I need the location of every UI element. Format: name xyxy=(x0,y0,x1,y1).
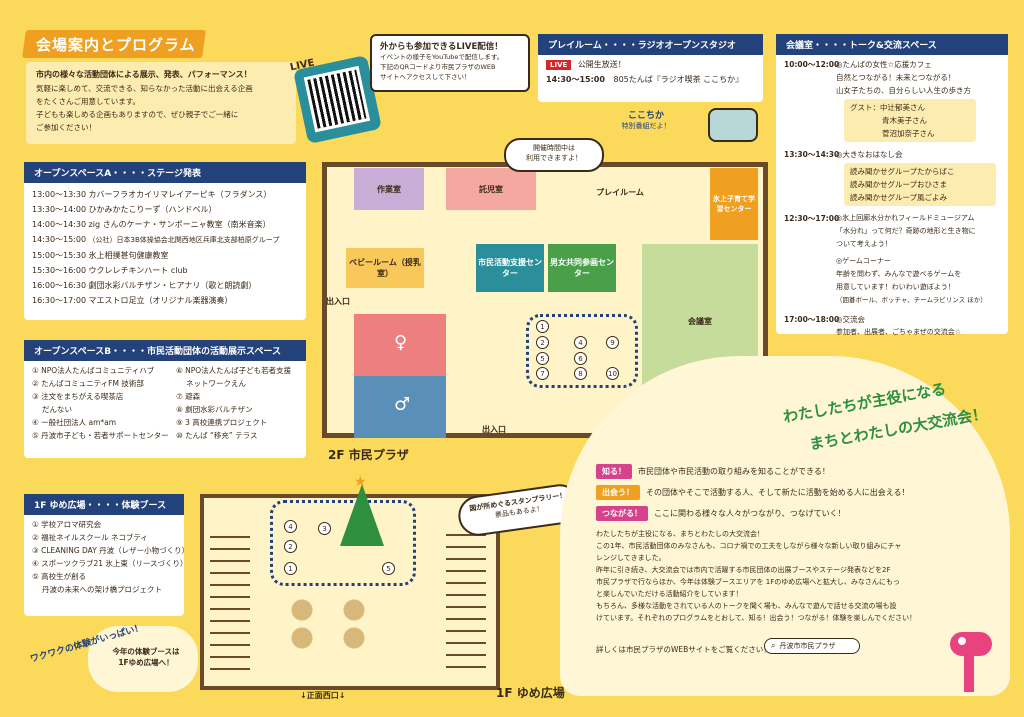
booth-1: 1 xyxy=(536,320,549,333)
conference-schedule: 10:00〜12:00 ◎たんばの女性☆応援カフェ 自然とつながる！未来とつなが… xyxy=(784,58,1000,339)
mascot-icon xyxy=(940,626,1000,696)
web-text: 詳しくは市民プラザのWEBサイトをご覧ください！ xyxy=(596,645,771,654)
stairs-right xyxy=(446,528,486,668)
booth-8: 8 xyxy=(574,367,587,380)
page-title: 会場案内とプログラム xyxy=(36,36,196,54)
search-label: 丹波市市民プラザ xyxy=(779,642,836,650)
tree-star-icon: ★ xyxy=(354,474,367,490)
search-box[interactable]: ⌕ 丹波市市民プラザ xyxy=(764,638,860,654)
entrance-label: ↓正面西口↓ xyxy=(300,691,346,700)
booth-2: 2 xyxy=(536,336,549,349)
intro-panel xyxy=(26,62,296,144)
list-item: 13:30〜14:00 ひかみかたこりーず（ハンドベル） xyxy=(32,205,217,214)
room-danjo: 男女共同参画センター xyxy=(548,244,616,292)
reader-box: 読み聞かせグループたからばこ 読み聞かせグループおひさま 読み聞かせグループ風ご… xyxy=(844,163,996,206)
male-icon: ♂ xyxy=(394,394,411,415)
booth-1f-5: 5 xyxy=(382,562,395,575)
stairs-left xyxy=(210,530,250,670)
booth-9: 9 xyxy=(606,336,619,349)
live-info-bubble: 外からも参加できるLIVE配信！ イベントの様子をYouTubeで配信します。 … xyxy=(370,34,530,92)
fun-bubble xyxy=(88,626,198,692)
booth-6: 6 xyxy=(574,352,587,365)
booth-5: 5 xyxy=(536,352,549,365)
live-text: 公開生放送！ xyxy=(577,60,626,69)
exit-label-1: 出入口 xyxy=(326,297,350,306)
kokochika-bubble: ここちか 特別番組だよ！ xyxy=(621,111,671,130)
room-shimin: 市民活動支援センター xyxy=(476,244,544,292)
list-item: 13:00〜13:30 カバーフラオカイリマレイアーピキ（フラダンス） xyxy=(32,190,272,199)
floor2-label: 2F 市民プラザ xyxy=(328,448,409,462)
playroom-time: 14:30〜15:00 xyxy=(546,75,605,84)
live-title: 外からも参加できるLIVE配信！ xyxy=(380,42,503,52)
floor1-list: ① 学校アロマ研究会 ② 福祉ネイルスクール ネコブティ ③ CLEANING … xyxy=(32,520,190,594)
conference-header: 会議室・・・・トーク&交流スペース xyxy=(776,34,1008,55)
open-space-a-card: オープンスペースA・・・・ステージ発表 13:00〜13:30 カバーフラオカイ… xyxy=(24,162,306,320)
floor1-label: 1F ゆめ広場 xyxy=(496,686,565,700)
tag-tsunagaru: つながる！ここに関わる様々な人々がつながり、つなげていく！ xyxy=(596,506,996,521)
tag-deau: 出会う！その団体やそこで活動する人、そして新たに活動を始める人に出会える！ xyxy=(596,485,996,500)
list-item: 16:00〜16:30 劇団水彩バルチザン・ヒアナリ（歌と朗読劇） xyxy=(32,281,257,290)
female-icon: ♀ xyxy=(394,332,408,353)
booth-1f-3: 3 xyxy=(318,522,331,535)
search-icon: ⌕ xyxy=(771,641,776,650)
playroom-desc: 805たんば『ラジオ喫茶 ここちか』 xyxy=(613,75,744,84)
room-hikami: 氷上子育て学習センター xyxy=(710,168,758,240)
radio-icon xyxy=(708,108,758,142)
room-takuji: 託児室 xyxy=(446,168,536,210)
conference-card: 会議室・・・・トーク&交流スペース 10:00〜12:00 ◎たんばの女性☆応援… xyxy=(776,34,1008,336)
tag-list: 知る！市民団体や市民活動の取り組みを知ることができる！ 出会う！その団体やそこで… xyxy=(596,464,996,521)
list-item: 14:00〜14:30 zig さんのケーナ・サンポーニャ教室（南米音楽） xyxy=(32,220,271,229)
playroom-card: プレイルーム・・・・ラジオオープンスタジオ LIVE 公開生放送！ 14:30〜… xyxy=(538,34,763,102)
list-item: 15:00〜15:30 氷上相撲甚句健康教室 xyxy=(32,251,169,260)
stage-schedule: 13:00〜13:30 カバーフラオカイリマレイアーピキ（フラダンス） 13:3… xyxy=(24,183,306,312)
booth-10: 10 xyxy=(606,367,619,380)
intro-bold: 市内の様々な活動団体による展示、発表、パフォーマンス！ xyxy=(36,70,252,79)
fun-text: 今年の体験ブースは 1Fゆめ広場へ！ xyxy=(112,647,180,667)
booth-1f-1: 1 xyxy=(284,562,297,575)
room-baby: ベビールーム（授乳室） xyxy=(346,248,424,288)
table-circles xyxy=(290,598,380,668)
list-item: 16:30〜17:00 マエストロ足立（オリジナル楽器演奏） xyxy=(32,296,233,305)
booth-1f-2: 2 xyxy=(284,540,297,553)
intro-text: 気軽に楽しめて、交流できる、知らなかった活動に出会える企画 をたくさんご用意して… xyxy=(36,84,253,132)
booth-list-right: ⑥ NPO法人たんば子ども若者支援 ネットワークえん ⑦ 避森 ⑧ 劇団水彩バル… xyxy=(176,366,292,440)
body-text: わたしたちが主役になる、まちとわたしの大交流会！ この1年、市民活動団体のみなさ… xyxy=(596,530,917,622)
list-item: 15:30〜16:00 ウクレレチキンハート club xyxy=(32,266,188,275)
qr-code-icon[interactable] xyxy=(303,65,371,133)
open-space-b-header: オープンスペースB・・・・市民活動団体の活動展示スペース xyxy=(24,340,306,361)
open-space-b-card: オープンスペースB・・・・市民活動団体の活動展示スペース ① NPO法人たんばコ… xyxy=(24,340,306,458)
restroom-male xyxy=(354,376,446,438)
booth-1f-4: 4 xyxy=(284,520,297,533)
tree-icon xyxy=(340,484,384,546)
restroom-female xyxy=(354,314,446,376)
open-space-a-header: オープンスペースA・・・・ステージ発表 xyxy=(24,162,306,183)
room-sakugyo: 作業室 xyxy=(354,168,424,210)
list-item: 14:30〜15:00 （公社）日本3B体操協会北関西地区兵庫北支部柏原グループ xyxy=(32,235,280,244)
live-tag: LIVE xyxy=(546,60,572,70)
room-playroom: プレイルーム xyxy=(596,187,644,197)
floor1-card: 1F ゆめ広場・・・・体験ブース ① 学校アロマ研究会 ② 福祉ネイルスクール … xyxy=(24,494,189,616)
booth-area xyxy=(526,314,638,388)
guest-box: グスト：中辻郁美さん 青木美子さん 菅沼加奈子さん xyxy=(844,99,976,142)
booth-list-left: ① NPO法人たんばコミュニティハブ ② たんばコミュニティFM 技術部 ③ 注… xyxy=(32,366,169,440)
booth-4: 4 xyxy=(574,336,587,349)
exit-label-2: 出入口 xyxy=(482,425,506,434)
tag-shiru: 知る！市民団体や市民活動の取り組みを知ることができる！ xyxy=(596,464,996,479)
playroom-header: プレイルーム・・・・ラジオオープンスタジオ xyxy=(538,34,763,55)
open-hours-bubble: 開催時間中は 利用できますよ！ xyxy=(504,138,604,172)
floor1-header: 1F ゆめ広場・・・・体験ブース xyxy=(24,494,184,515)
booth-7: 7 xyxy=(536,367,549,380)
